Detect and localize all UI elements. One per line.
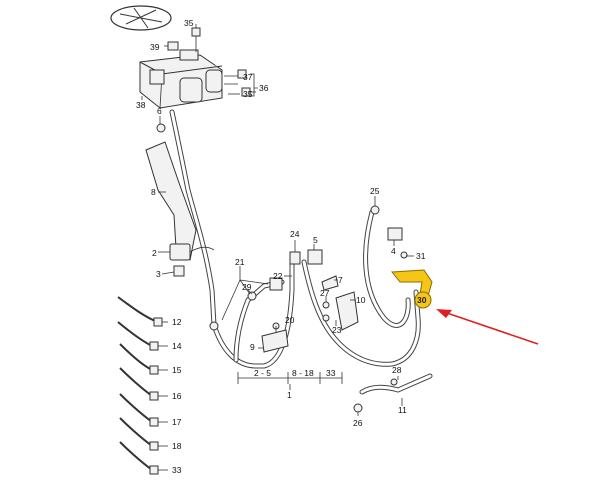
- label-9: 9: [250, 342, 255, 352]
- label-23: 23: [332, 325, 342, 335]
- label-37: 37: [243, 72, 253, 82]
- bolt-27: [322, 301, 330, 309]
- label-26: 26: [353, 418, 363, 428]
- range-label-33: 33: [326, 368, 336, 378]
- bolt-6: [156, 123, 166, 133]
- relay-box-assembly: [139, 27, 256, 109]
- range-label-2-5: 2 - 5: [254, 368, 271, 378]
- label-18: 18: [172, 441, 182, 451]
- cable-cover-8: [145, 141, 197, 261]
- label-39: 39: [150, 42, 160, 52]
- label-21: 21: [235, 257, 245, 267]
- clip-7: [321, 275, 339, 291]
- label-25: 25: [370, 186, 380, 196]
- label-22: 22: [273, 271, 283, 281]
- label-4: 4: [391, 246, 396, 256]
- label-35-top: 35: [184, 18, 194, 28]
- bolt-23: [322, 314, 330, 322]
- bolt-31: [400, 251, 408, 259]
- label-14: 14: [172, 341, 182, 351]
- label-7: 7: [338, 275, 343, 285]
- leader-lines: [141, 24, 414, 471]
- diagram-logo-icon: [110, 5, 172, 31]
- connector-22: [269, 277, 283, 291]
- connector-2: [169, 243, 215, 261]
- label-35-side: 35: [243, 89, 253, 99]
- highlighted-part-30: [391, 269, 433, 309]
- cable-tie-14: [117, 321, 159, 351]
- label-33: 33: [172, 465, 182, 475]
- label-11: 11: [398, 405, 407, 415]
- bolt-28: [390, 378, 398, 386]
- label-5: 5: [313, 235, 318, 245]
- label-6: 6: [157, 106, 162, 116]
- label-36: 36: [259, 83, 269, 93]
- connector-4: [387, 227, 403, 241]
- label-29: 29: [242, 282, 252, 292]
- label-24: 24: [290, 229, 300, 239]
- label-12: 12: [172, 317, 182, 327]
- label-2: 2: [152, 248, 157, 258]
- bracket-9: [261, 329, 289, 353]
- label-38: 38: [136, 100, 146, 110]
- connector-5: [307, 249, 323, 265]
- highlight-arrow: [436, 309, 539, 345]
- label-16: 16: [172, 391, 182, 401]
- label-27: 27: [320, 288, 330, 298]
- label-10: 10: [356, 295, 366, 305]
- bracket-10: [335, 291, 359, 331]
- label-17: 17: [172, 417, 182, 427]
- label-8: 8: [151, 187, 156, 197]
- range-label-8-18: 8 - 18: [292, 368, 314, 378]
- label-1: 1: [287, 390, 292, 400]
- label-31: 31: [416, 251, 426, 261]
- connector-24: [289, 251, 301, 265]
- cable-tie-12: [117, 296, 163, 327]
- label-30: 30: [417, 295, 427, 305]
- label-28: 28: [392, 365, 402, 375]
- clip-3: [173, 265, 185, 277]
- bolt-25: [370, 205, 380, 215]
- bolt-26: [353, 403, 363, 413]
- label-20: 20: [285, 315, 295, 325]
- terminal-21: [209, 321, 219, 331]
- label-15: 15: [172, 365, 182, 375]
- label-3: 3: [156, 269, 161, 279]
- part-labels: 35 39 37 38 36 35 6 8 2 3 21 29 22 24 5 …: [136, 18, 427, 475]
